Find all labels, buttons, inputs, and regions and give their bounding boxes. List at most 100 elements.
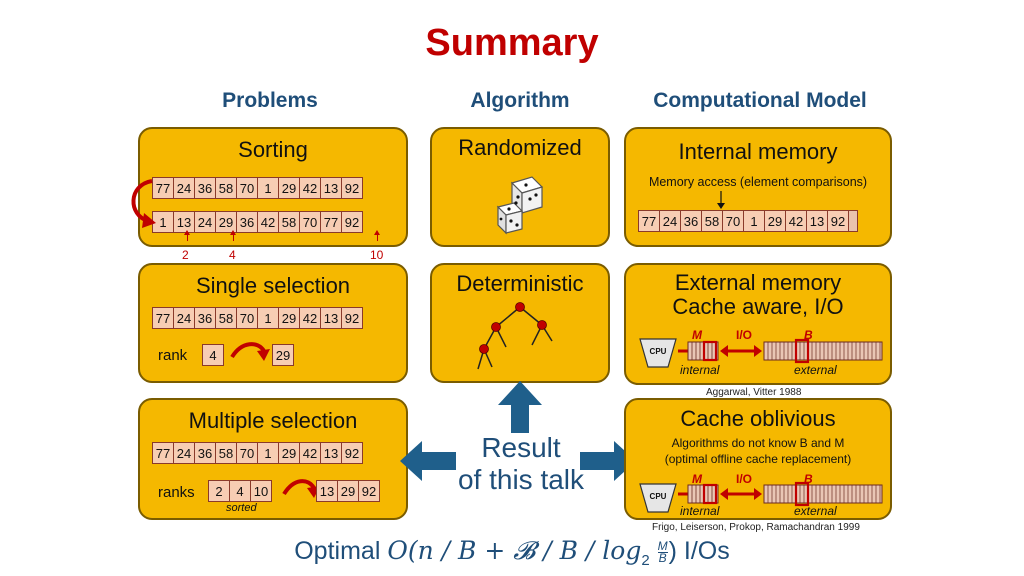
citation: Aggarwal, Vitter 1988 (706, 387, 802, 398)
array-cell: 29 (764, 210, 786, 232)
array-cell: 42 (257, 211, 279, 233)
array-cell: 70 (236, 177, 258, 199)
panel-title: Internal memory (678, 139, 838, 164)
panel-cache-oblivious: Cache oblivious Algorithms do not know B… (624, 398, 892, 520)
panel-deterministic: Deterministic (430, 263, 610, 383)
array-cell: 77 (152, 307, 174, 329)
array-cell: 58 (215, 442, 237, 464)
column-heading-algorithm: Algorithm (470, 89, 570, 112)
array-cell: 42 (785, 210, 807, 232)
rank-marker-label: 2 (182, 248, 189, 262)
array-cell: 58 (215, 307, 237, 329)
array-cell: 36 (194, 177, 216, 199)
array-cell: 4 (229, 480, 251, 502)
cpu-label: CPU (649, 347, 667, 356)
ranks-label: ranks (158, 484, 195, 501)
rank-marker-label: 10 (370, 248, 384, 262)
array-cell: 36 (680, 210, 702, 232)
oblivious-note: Algorithms do not know B and M (671, 436, 845, 450)
array-cell: 29 (215, 211, 237, 233)
array-cell: 92 (341, 442, 363, 464)
oblivious-note: (optimal offline cache replacement) (664, 452, 852, 466)
array-cell: 92 (341, 211, 363, 233)
array-cell: 92 (341, 307, 363, 329)
array-cell: 36 (194, 442, 216, 464)
array-cell: 2 (208, 480, 230, 502)
array-cell: 24 (659, 210, 681, 232)
memory-access-note: Memory access (element comparisons) (648, 175, 868, 189)
rank-marker-label: 4 (229, 248, 236, 262)
array-cell: 70 (722, 210, 744, 232)
panel-randomized: Randomized (430, 127, 610, 247)
cpu-icon (639, 338, 677, 368)
panel-title: Single selection (195, 273, 351, 298)
rank-marker (374, 230, 380, 241)
array-cell: 24 (173, 307, 195, 329)
array-cell: 29 (278, 177, 300, 199)
array-cell: 70 (299, 211, 321, 233)
array-cell: 36 (194, 307, 216, 329)
external-label: external (794, 504, 837, 518)
column-heading-problems: Problems (222, 89, 318, 112)
array-cell: 24 (173, 442, 195, 464)
memory-hierarchy-diagram (678, 481, 883, 507)
array-cell: 42 (299, 307, 321, 329)
external-label: external (794, 363, 837, 377)
array-cell: 1 (257, 177, 279, 199)
arrow-left-icon (400, 441, 456, 481)
pointer-arrow-icon (717, 191, 725, 209)
arrow-up-icon (498, 381, 542, 433)
memory-hierarchy-diagram (678, 338, 883, 364)
panel-external-memory: External memory Cache aware, I/O CPU M I… (624, 263, 892, 385)
array-cell: 58 (278, 211, 300, 233)
array-cell: 13 (320, 442, 342, 464)
column-heading-model: Computational Model (653, 89, 867, 112)
array-cell: 42 (299, 177, 321, 199)
array-cell: 77 (320, 211, 342, 233)
array-cell: 24 (194, 211, 216, 233)
cpu-icon (639, 483, 677, 513)
panel-title: Randomized (458, 135, 582, 160)
block-size-label: B (804, 328, 813, 342)
rank-box: 4 (202, 344, 224, 366)
array-cell: 58 (215, 177, 237, 199)
array-cell: 42 (299, 442, 321, 464)
array-cell: 70 (236, 442, 258, 464)
array-cell: 1 (257, 442, 279, 464)
array-cell: 77 (152, 442, 174, 464)
array-cell: 24 (173, 177, 195, 199)
array-cell: 29 (278, 307, 300, 329)
page-title: Summary (425, 22, 599, 64)
panel-internal-memory: Internal memory Memory access (element c… (624, 127, 892, 247)
array-continuation (848, 210, 858, 232)
sort-curved-arrow-icon (131, 179, 156, 228)
panel-title: Multiple selection (188, 408, 358, 433)
array-cell: 92 (341, 177, 363, 199)
citation: Frigo, Leiserson, Prokop, Ramachandran 1… (652, 522, 860, 533)
panel-title: External memory Cache aware, I/O (672, 270, 844, 319)
dice-icon (496, 176, 544, 235)
sorted-note: sorted (226, 502, 257, 514)
array-cell: 1 (743, 210, 765, 232)
array-cell: 77 (638, 210, 660, 232)
cache-size-label: M (692, 472, 702, 486)
array-cell: 13 (320, 307, 342, 329)
cache-size-label: M (692, 328, 702, 342)
curved-arrow-icon (230, 342, 270, 361)
array-cell: 36 (236, 211, 258, 233)
array-cell: 1 (257, 307, 279, 329)
decision-tree-icon (477, 302, 553, 370)
internal-label: internal (680, 363, 720, 377)
array-cell: 13 (320, 177, 342, 199)
